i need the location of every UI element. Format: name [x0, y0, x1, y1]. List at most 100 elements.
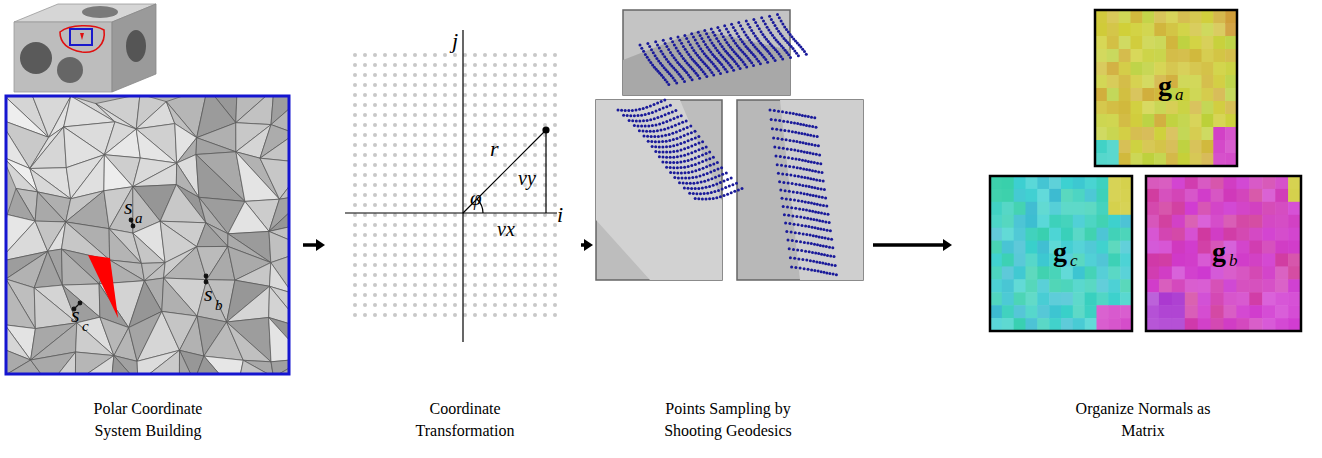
geodesic-samples	[617, 13, 838, 276]
grid-dot	[483, 243, 487, 247]
sample-dot	[662, 39, 665, 42]
grid-dot	[433, 293, 437, 297]
sample-dot	[799, 267, 802, 270]
sample-dot	[804, 200, 807, 203]
grid-dot	[453, 103, 457, 107]
grid-dot	[383, 163, 387, 167]
sample-dot	[662, 107, 665, 110]
sample-dot	[748, 39, 751, 42]
grid-dot	[533, 83, 537, 87]
matrix-cell	[1225, 49, 1237, 63]
sample-dot	[642, 50, 645, 53]
sample-dot	[828, 221, 831, 224]
matrix-cell	[1120, 254, 1132, 268]
sample-dot	[667, 83, 670, 86]
grid-dot	[513, 183, 517, 187]
sample-dot	[815, 195, 818, 198]
sample-dot	[811, 169, 814, 172]
grid-dot	[403, 313, 407, 317]
grid-dot	[423, 293, 427, 297]
matrix-cell	[1172, 279, 1186, 293]
sample-dot	[702, 173, 705, 176]
grid-dot	[483, 153, 487, 157]
sample-dot	[723, 179, 726, 182]
sample-dot	[774, 59, 777, 62]
matrix-cell	[1236, 292, 1250, 306]
grid-dot	[503, 53, 507, 57]
sample-dot	[761, 33, 764, 36]
matrix-cell	[1236, 318, 1250, 332]
sample-dot	[767, 29, 770, 32]
matrix-cell	[1202, 88, 1214, 102]
grid-dot	[513, 63, 517, 67]
matrix-cell	[1107, 140, 1119, 154]
sample-dot	[676, 161, 679, 164]
grid-dot	[413, 263, 417, 267]
sample-dot	[679, 142, 682, 145]
grid-dot	[453, 213, 457, 217]
matrix-cell	[1178, 140, 1190, 154]
sample-dot	[650, 48, 653, 51]
sample-dot	[757, 60, 760, 63]
matrix-cell	[1159, 292, 1173, 306]
matrix-cell	[1120, 215, 1132, 229]
grid-dot	[503, 153, 507, 157]
grid-dot	[483, 223, 487, 227]
grid-dot	[373, 233, 377, 237]
sample-dot	[831, 246, 834, 249]
grid-dot	[383, 253, 387, 257]
matrix-cell	[1225, 114, 1237, 128]
sample-dot	[784, 164, 787, 167]
grid-dot	[453, 183, 457, 187]
sample-dot	[654, 145, 657, 148]
matrix-cell	[1225, 62, 1237, 76]
grid-dot	[403, 83, 407, 87]
grid-dot	[493, 283, 497, 287]
matrix-cell	[1211, 215, 1225, 229]
sample-dot	[792, 112, 795, 115]
grid-dot	[453, 143, 457, 147]
grid-dot	[423, 263, 427, 267]
sample-dot	[732, 69, 735, 72]
grid-dot	[523, 193, 527, 197]
sample-dot	[683, 34, 686, 37]
sample-dot	[647, 112, 650, 115]
sample-dot	[780, 164, 783, 167]
grid-dot	[443, 163, 447, 167]
sample-dot	[813, 243, 816, 246]
grid-dot	[453, 153, 457, 157]
sample-dot	[803, 50, 806, 53]
sample-dot	[826, 229, 829, 232]
matrix-cell	[1097, 189, 1109, 203]
matrix-cell	[1213, 127, 1225, 141]
matrix-cell	[1037, 215, 1049, 229]
matrix-cell	[1131, 140, 1143, 154]
sample-dot	[828, 246, 831, 249]
sample-dot	[774, 119, 777, 122]
matrix-cell	[1236, 266, 1250, 280]
grid-dot	[433, 163, 437, 167]
mesh-triangle	[179, 350, 194, 374]
sample-dot	[750, 29, 753, 32]
matrix-cell	[1037, 305, 1049, 319]
sample-dot	[676, 143, 679, 146]
matrix-cell	[1097, 266, 1109, 280]
grid-dot	[413, 273, 417, 277]
sample-dot	[807, 143, 810, 146]
matrix-cell	[1049, 279, 1061, 293]
sample-dot	[835, 273, 838, 276]
matrix-cell	[1202, 101, 1214, 115]
matrix-cell	[1185, 215, 1199, 229]
grid-dot	[393, 273, 397, 277]
matrix-cell	[1236, 305, 1250, 319]
matrix-cell	[1120, 176, 1132, 190]
grid-dot	[453, 93, 457, 97]
sample-dot	[646, 119, 649, 122]
sample-dot	[807, 115, 810, 118]
grid-dot	[423, 183, 427, 187]
matrix-cell	[1120, 279, 1132, 293]
matrix-cell	[1037, 254, 1049, 268]
matrix-cell	[1142, 23, 1154, 37]
sample-dot	[681, 177, 684, 180]
matrix-cell	[1225, 101, 1237, 115]
